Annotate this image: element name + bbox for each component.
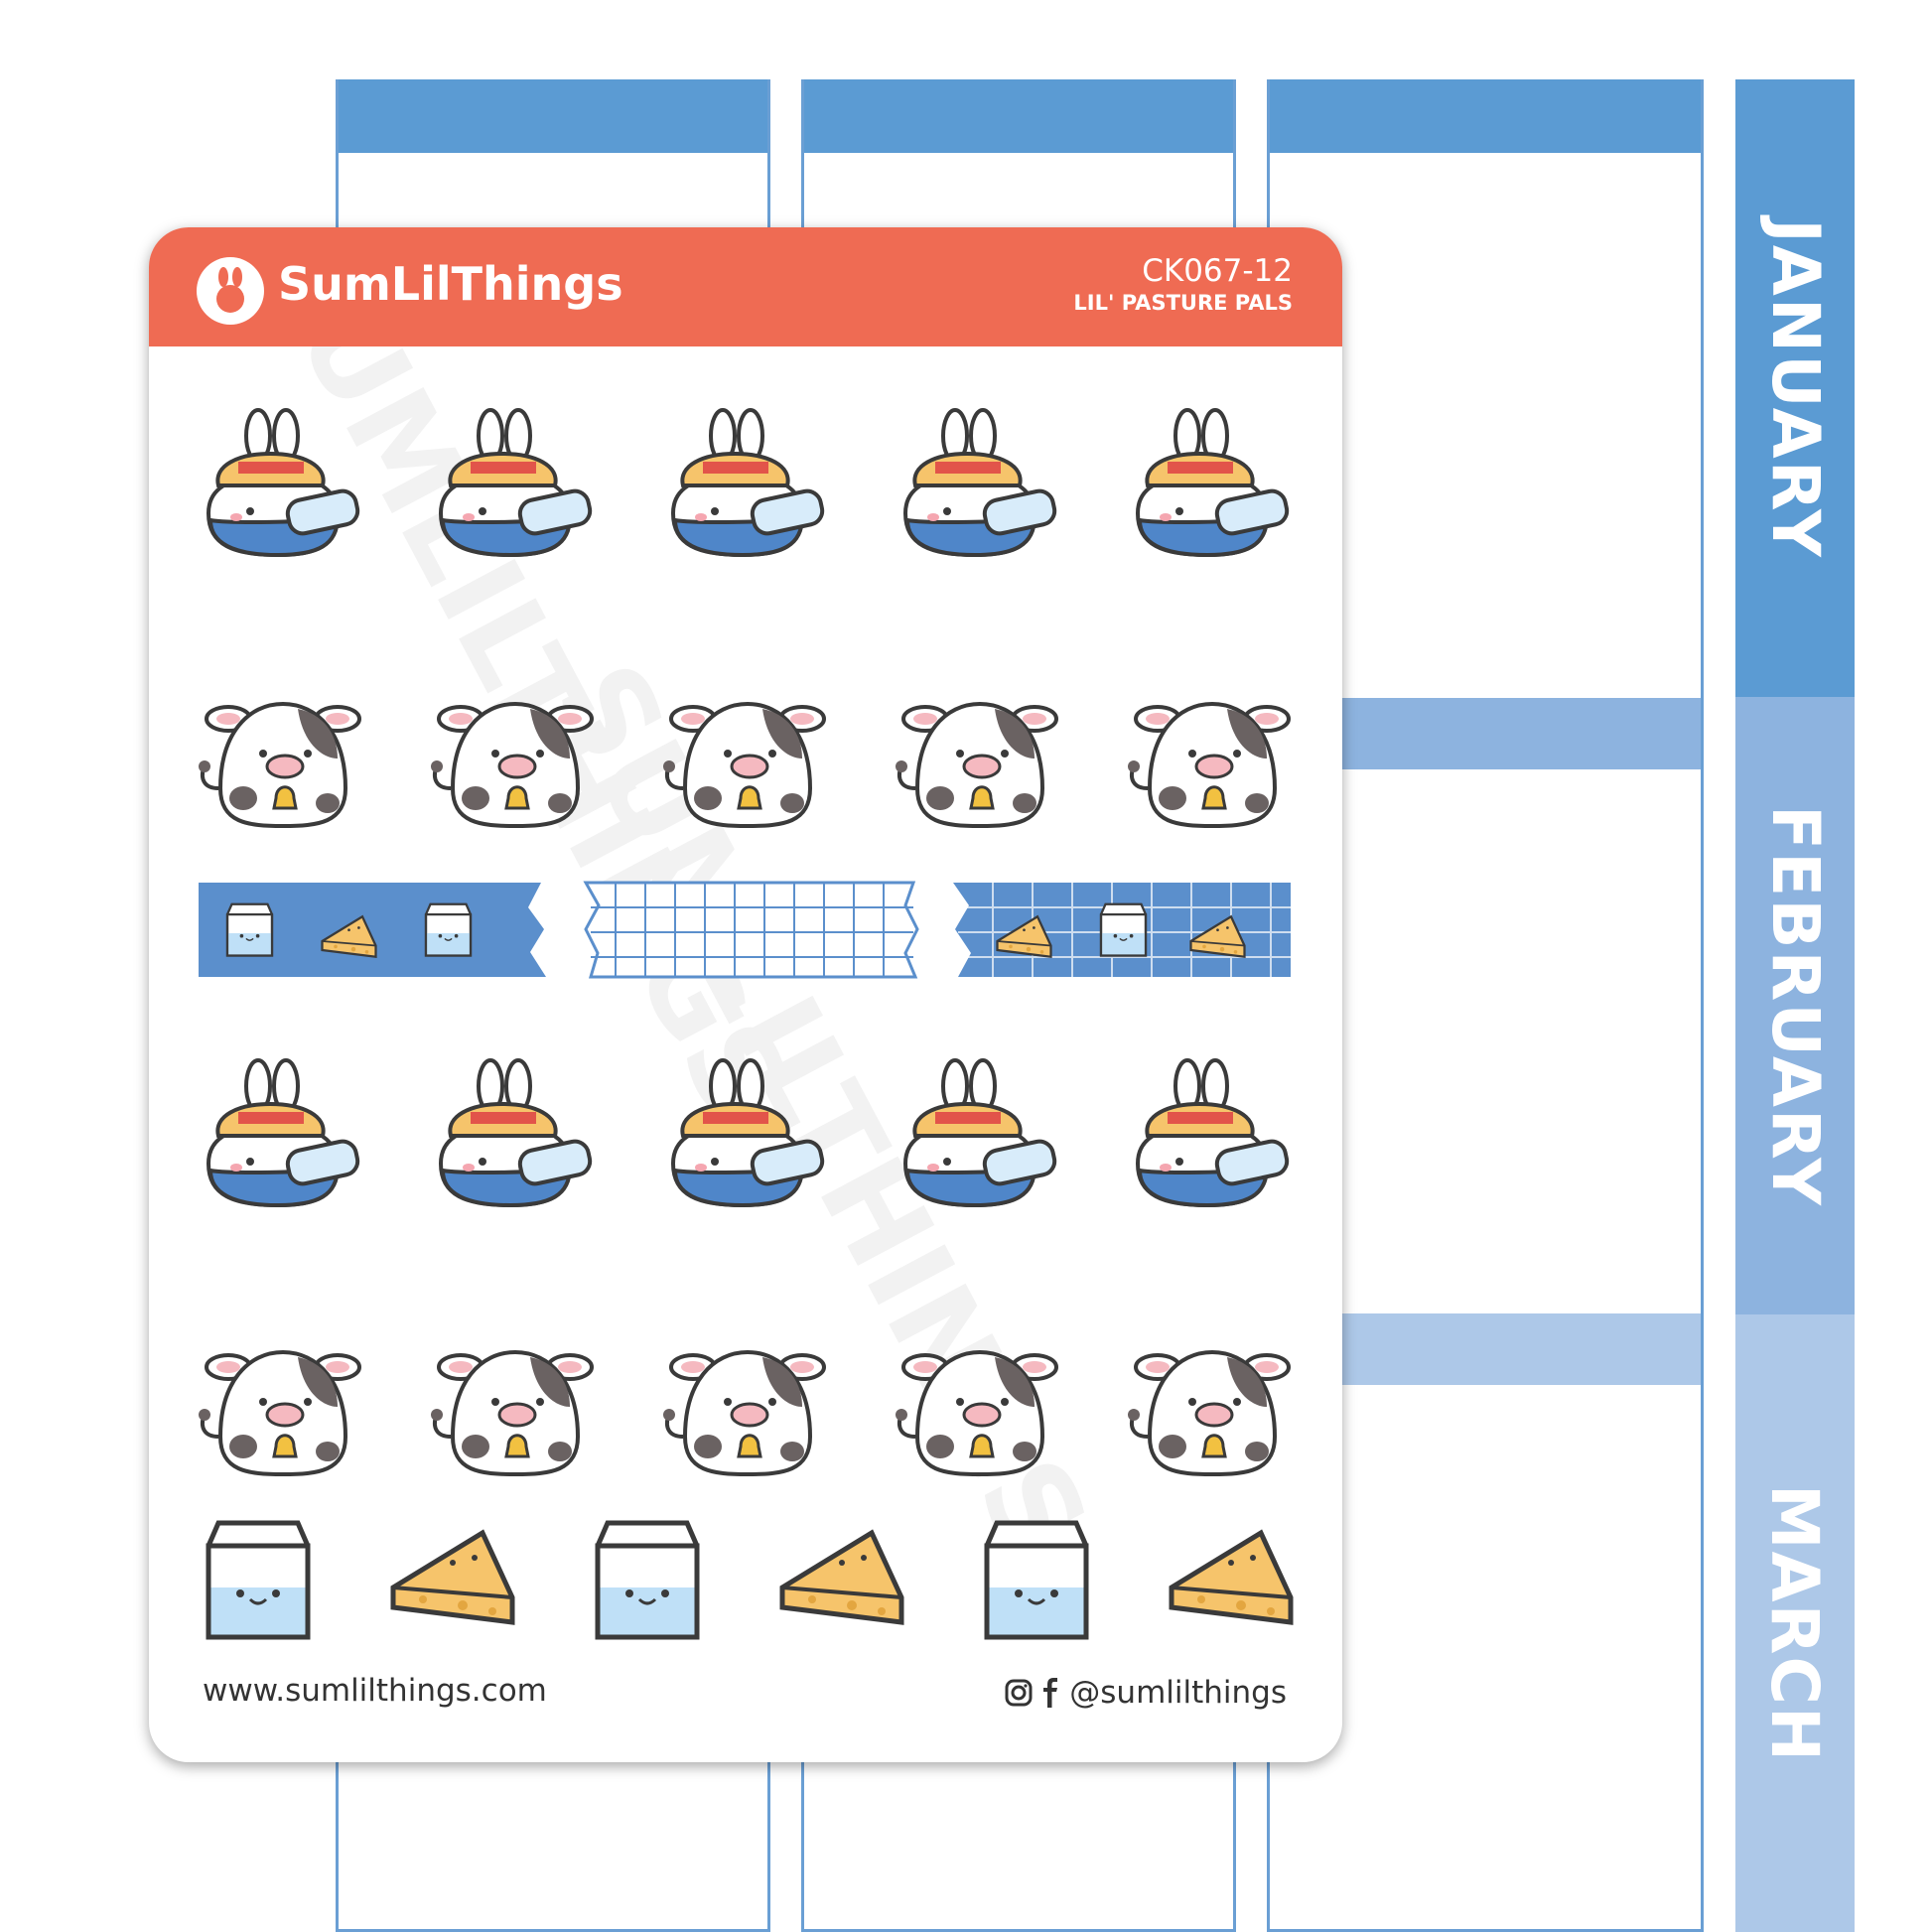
cow-bell-sticker[interactable]: [1118, 659, 1301, 848]
cow-farmer-sticker[interactable]: [886, 1046, 1068, 1235]
bunny-logo-icon: [197, 257, 264, 325]
cheese-wedge-sticker[interactable]: [383, 1508, 522, 1647]
month-tab-february[interactable]: FEBRUARY: [1735, 697, 1855, 1314]
milk-carton-sticker[interactable]: [967, 1508, 1106, 1647]
milk-carton-sticker[interactable]: [578, 1508, 717, 1647]
cow-bell-sticker[interactable]: [421, 659, 604, 848]
cow-farmer-sticker[interactable]: [653, 396, 836, 585]
milk-cheese-washi-sticker[interactable]: [199, 883, 546, 977]
month-tab-label: MARCH: [1756, 1483, 1834, 1763]
sticker-row-bell-cows: [189, 659, 1301, 848]
sticker-row-farmer-cows: [189, 1046, 1301, 1235]
cow-farmer-sticker[interactable]: [189, 1046, 371, 1235]
cow-bell-sticker[interactable]: [886, 1308, 1068, 1496]
sticker-sheet: SUMLILTHINGS SUMLILTHINGS SumLilThings C…: [149, 227, 1342, 1762]
website-url[interactable]: www.sumlilthings.com: [203, 1673, 547, 1709]
month-tab-january[interactable]: JANUARY: [1735, 79, 1855, 697]
cow-farmer-sticker[interactable]: [421, 396, 604, 585]
cheese-wedge-sticker[interactable]: [772, 1508, 911, 1647]
brand-name: SumLilThings: [278, 257, 623, 311]
grid-milk-cheese-washi-sticker[interactable]: [953, 883, 1291, 977]
social-handle-group[interactable]: @sumlilthings: [1004, 1675, 1287, 1711]
sticker-row-washi: [199, 878, 1291, 987]
sticker-row-bell-cows: [189, 1308, 1301, 1496]
cow-farmer-sticker[interactable]: [886, 396, 1068, 585]
cow-bell-sticker[interactable]: [189, 1308, 371, 1496]
cow-bell-sticker[interactable]: [653, 1308, 836, 1496]
cow-farmer-sticker[interactable]: [421, 1046, 604, 1235]
grid-washi-sticker[interactable]: [583, 881, 919, 979]
facebook-icon: [1043, 1678, 1058, 1708]
product-subtitle: LIL' PASTURE PALS: [1073, 291, 1293, 315]
column-header-band: [1270, 79, 1701, 153]
sticker-row-farmer-cows: [189, 396, 1301, 585]
cow-bell-sticker[interactable]: [421, 1308, 604, 1496]
column-header-band: [339, 79, 767, 153]
cow-bell-sticker[interactable]: [189, 659, 371, 848]
cow-farmer-sticker[interactable]: [1118, 396, 1301, 585]
social-handle: @sumlilthings: [1069, 1675, 1287, 1711]
month-tab-label: JANUARY: [1756, 217, 1834, 559]
milk-carton-sticker[interactable]: [189, 1508, 328, 1647]
cow-bell-sticker[interactable]: [1118, 1308, 1301, 1496]
sticker-row-milk-cheese: [189, 1508, 1301, 1647]
cow-farmer-sticker[interactable]: [189, 396, 371, 585]
sheet-header: SumLilThings CK067-12 LIL' PASTURE PALS: [149, 227, 1342, 346]
cow-farmer-sticker[interactable]: [1118, 1046, 1301, 1235]
column-header-band: [804, 79, 1233, 153]
cheese-wedge-sticker[interactable]: [1162, 1508, 1301, 1647]
cow-bell-sticker[interactable]: [653, 659, 836, 848]
cow-farmer-sticker[interactable]: [653, 1046, 836, 1235]
month-tab-march[interactable]: MARCH: [1735, 1314, 1855, 1932]
cow-bell-sticker[interactable]: [886, 659, 1068, 848]
month-tab-label: FEBRUARY: [1756, 804, 1834, 1207]
product-code: CK067-12: [1142, 253, 1293, 289]
instagram-icon: [1005, 1679, 1033, 1707]
